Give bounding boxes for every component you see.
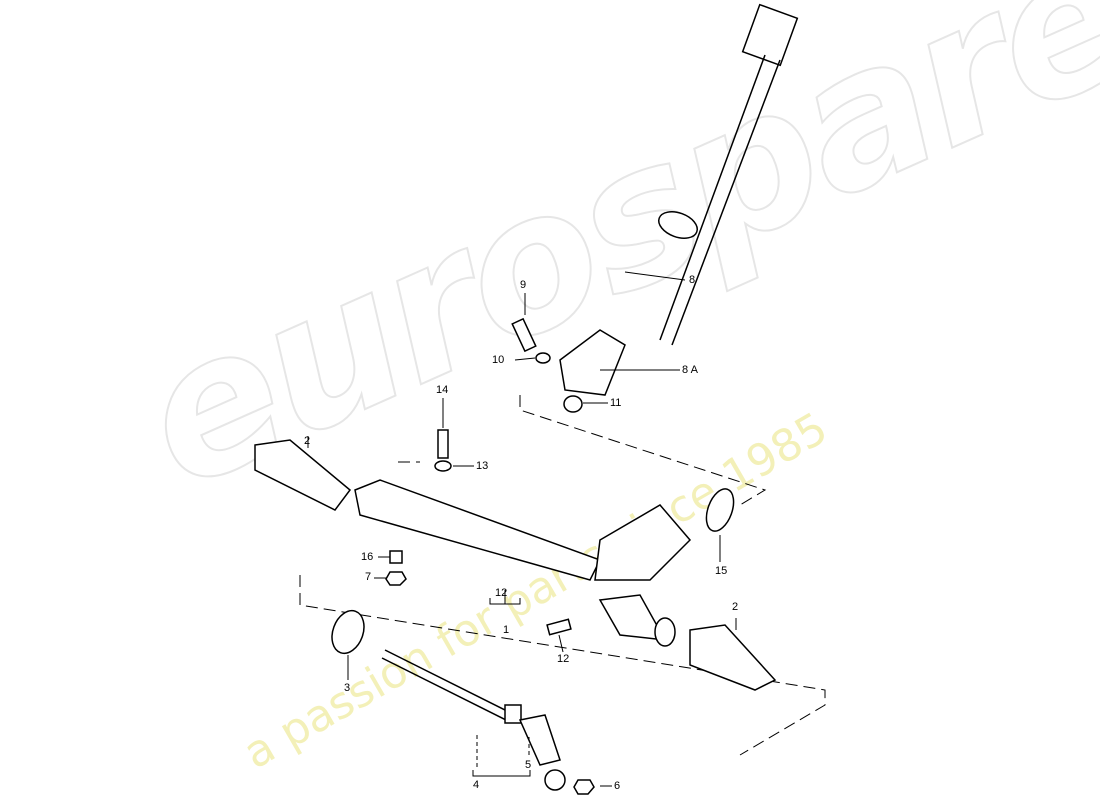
seal-3	[331, 609, 365, 655]
rubber-boot-left	[254, 436, 352, 511]
callout-6: 6	[614, 780, 621, 792]
bolt-14	[437, 429, 449, 459]
tie-rod	[381, 649, 566, 791]
callout-1: 1	[503, 624, 510, 636]
callout-14: 14	[436, 384, 449, 396]
universal-joint	[559, 329, 680, 396]
callout-3: 3	[344, 682, 351, 694]
callout-10: 10	[492, 354, 505, 366]
callout-4: 4	[473, 779, 480, 791]
callout-7: 7	[365, 571, 372, 583]
washer-13	[434, 460, 452, 472]
callout-2-left: 2	[304, 435, 311, 447]
callout-13: 13	[476, 460, 489, 472]
callout-8a: 8 A	[682, 364, 698, 376]
seal-15	[705, 488, 735, 532]
callout-2-right: 2	[732, 601, 739, 613]
washer-10	[535, 352, 551, 364]
nut-6	[573, 779, 595, 795]
bushing-16	[389, 550, 403, 564]
callout-12-rack: 12	[495, 587, 508, 599]
callout-16: 16	[361, 551, 374, 563]
dashed-leaders	[299, 395, 826, 756]
callout-15: 15	[715, 565, 728, 577]
bolt-12	[546, 618, 572, 636]
callout-brackets	[472, 590, 612, 787]
nut-11	[563, 395, 583, 413]
steering-shaft	[624, 3, 799, 346]
rubber-boot-right	[689, 618, 777, 691]
callout-8: 8	[689, 274, 696, 286]
callout-5: 5	[525, 759, 532, 771]
nut-7	[385, 571, 407, 586]
steering-rack	[354, 479, 692, 647]
callout-12-bolt: 12	[557, 653, 570, 665]
callout-9: 9	[520, 279, 527, 291]
callout-11: 11	[610, 397, 622, 409]
bolt-9	[511, 293, 537, 353]
